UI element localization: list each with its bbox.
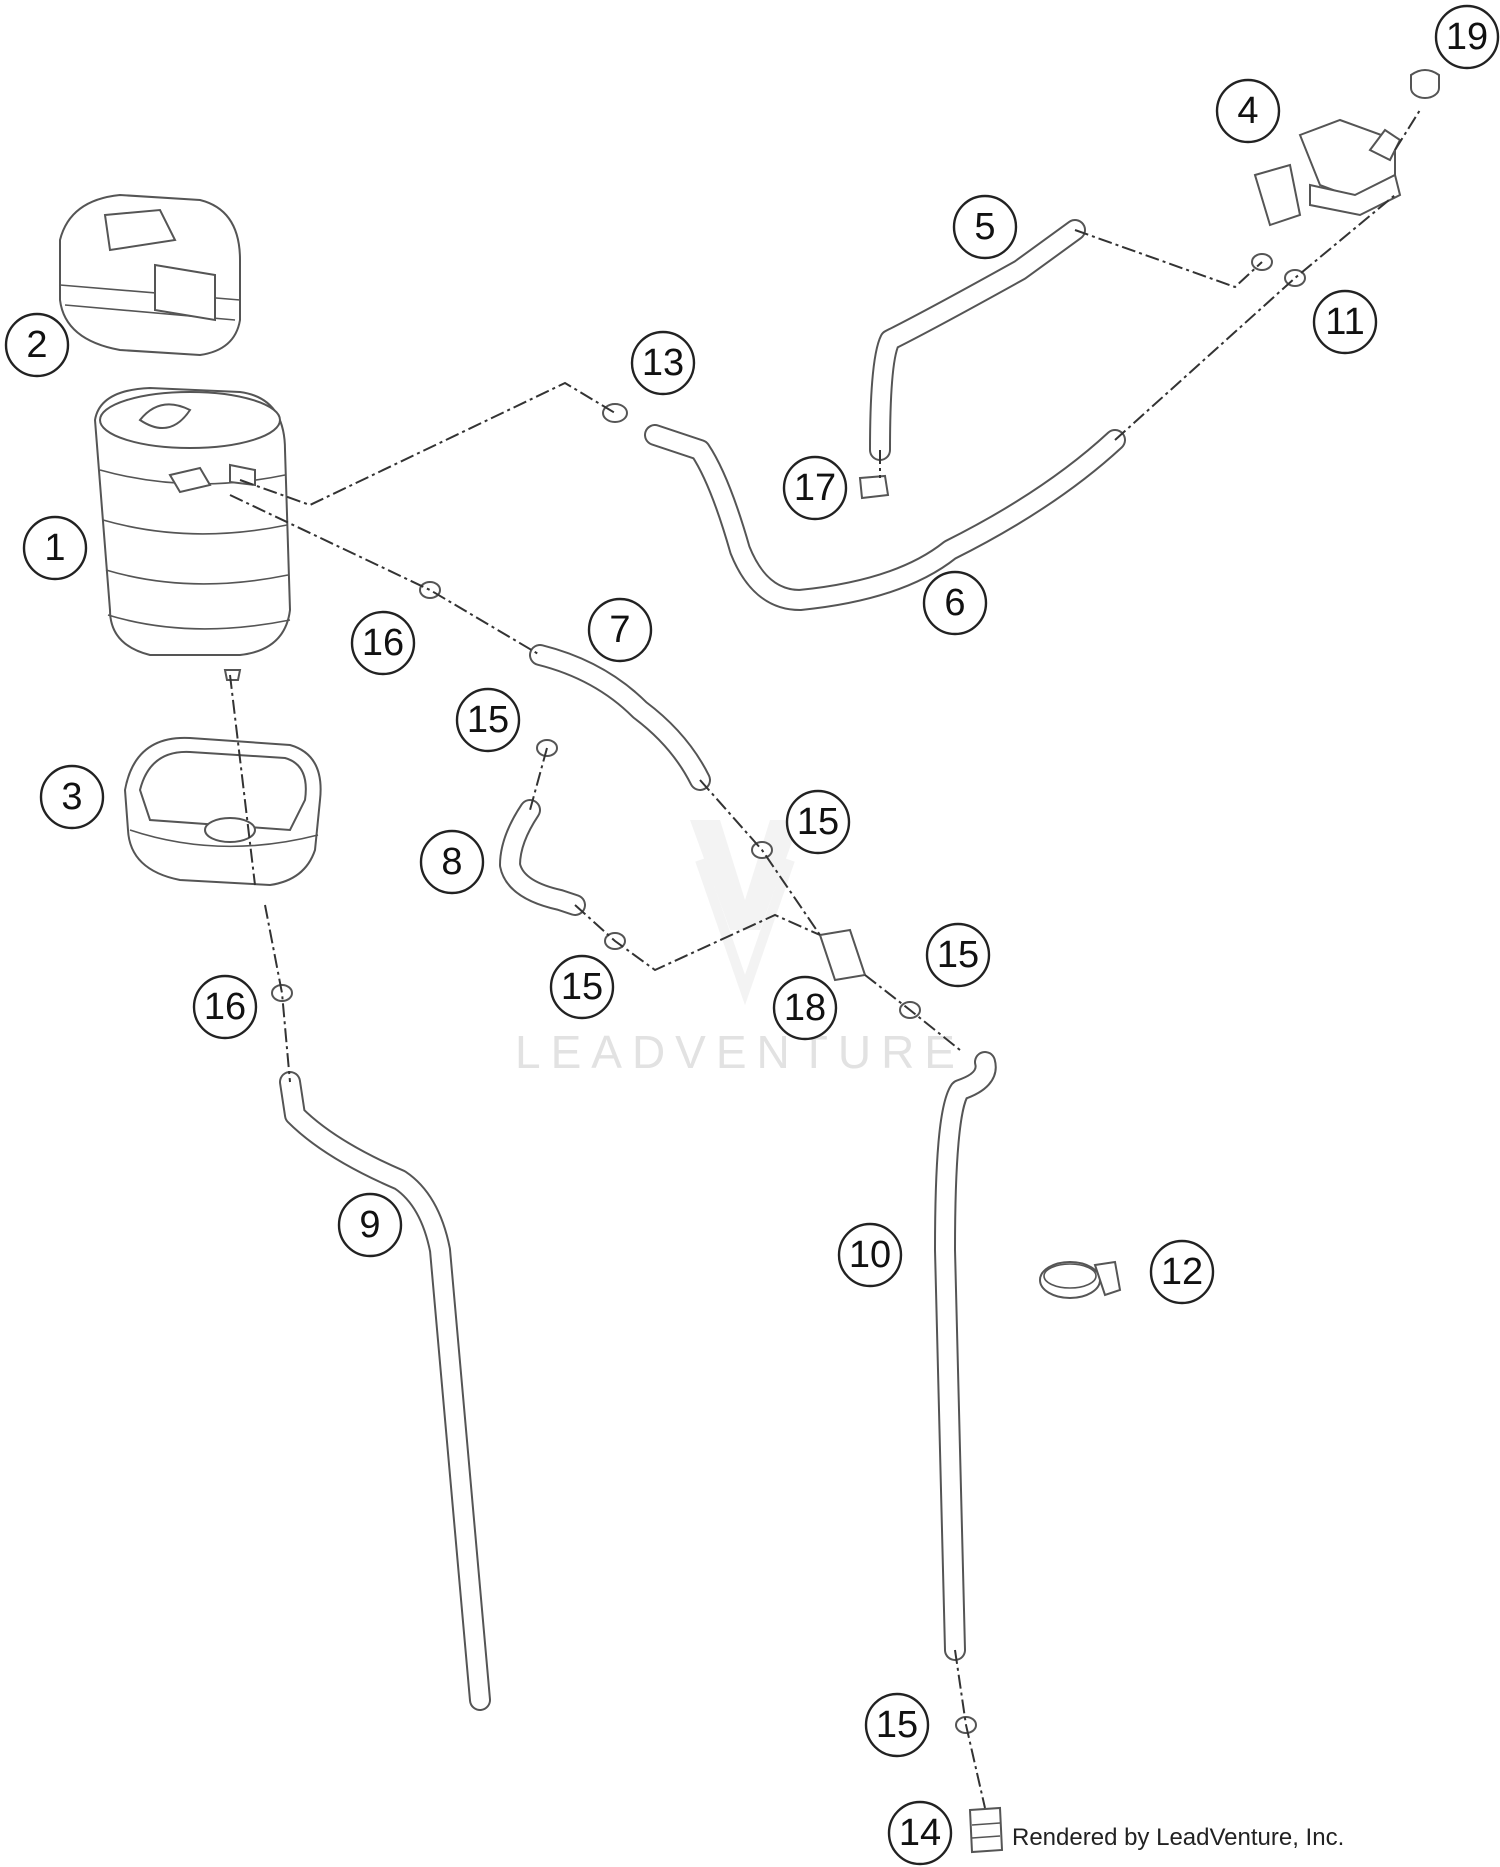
callout-8-label: 8 <box>441 841 462 883</box>
callout-12-label: 12 <box>1161 1251 1203 1293</box>
hose-8 <box>499 799 586 916</box>
callout-3-label: 3 <box>61 776 82 818</box>
callout-12: 12 <box>1149 1239 1215 1305</box>
connector-18 <box>818 928 867 982</box>
hose-6 <box>644 424 1126 611</box>
callout-5-label: 5 <box>974 206 995 248</box>
callout-2-label: 2 <box>26 324 47 366</box>
callout-15d: 15 <box>925 922 991 988</box>
callout-15c: 15 <box>549 954 615 1020</box>
callout-15e-label: 15 <box>876 1704 918 1746</box>
fitting-14 <box>968 1806 1004 1854</box>
callout-14-label: 14 <box>899 1812 941 1854</box>
callout-7: 7 <box>587 597 653 663</box>
canister-cover <box>59 193 241 357</box>
callout-15d-label: 15 <box>937 934 979 976</box>
callout-10: 10 <box>837 1222 903 1288</box>
callout-14: 14 <box>887 1800 953 1866</box>
callout-15c-label: 15 <box>561 966 603 1008</box>
callout-18-label: 18 <box>784 987 826 1029</box>
canister-body <box>93 386 292 681</box>
callout-13: 13 <box>630 330 696 396</box>
callout-15a-label: 15 <box>467 699 509 741</box>
clip-16a <box>419 581 441 599</box>
watermark-text: LEADVENTURE <box>515 1026 965 1078</box>
callout-15b: 15 <box>785 789 851 855</box>
watermark-logo <box>690 820 800 1006</box>
callout-7-label: 7 <box>609 609 630 651</box>
callout-6: 6 <box>922 570 988 636</box>
callout-6-label: 6 <box>944 582 965 624</box>
callout-15e: 15 <box>864 1692 930 1758</box>
hose-7 <box>529 644 711 791</box>
callout-19: 19 <box>1434 4 1500 70</box>
hose-9 <box>279 1071 491 1711</box>
canister-base <box>123 736 322 887</box>
callout-18: 18 <box>772 975 838 1041</box>
clamp-17 <box>858 474 890 500</box>
callout-16b: 16 <box>192 974 258 1040</box>
callout-16b-label: 16 <box>204 986 246 1028</box>
callout-3: 3 <box>39 764 105 830</box>
callout-16a: 16 <box>350 610 416 676</box>
callout-15b-label: 15 <box>797 801 839 843</box>
callout-11: 11 <box>1312 289 1378 355</box>
leader-lines <box>229 109 1421 1809</box>
cap <box>1410 69 1440 99</box>
callout-10-label: 10 <box>849 1234 891 1276</box>
callout-13-label: 13 <box>642 342 684 384</box>
clip-16b <box>271 984 293 1002</box>
callout-2: 2 <box>4 312 70 378</box>
hose-10 <box>934 1051 997 1661</box>
callout-11-label: 11 <box>1325 301 1364 343</box>
callout-8: 8 <box>419 829 485 895</box>
callout-19-label: 19 <box>1446 16 1488 58</box>
callout-17: 17 <box>782 455 848 521</box>
callout-17-label: 17 <box>794 467 836 509</box>
callout-1-label: 1 <box>44 527 65 569</box>
callout-4: 4 <box>1215 78 1281 144</box>
hose-5 <box>869 219 1086 461</box>
purge-valve <box>1253 118 1402 227</box>
callout-9-label: 9 <box>359 1204 380 1246</box>
callout-1: 1 <box>22 515 88 581</box>
callout-9: 9 <box>337 1192 403 1258</box>
credit-text: Rendered by LeadVenture, Inc. <box>1012 1824 1344 1851</box>
callout-16a-label: 16 <box>362 622 404 664</box>
hose-clamp-12 <box>1039 1260 1122 1299</box>
clip-13 <box>602 403 628 423</box>
callout-4-label: 4 <box>1237 90 1258 132</box>
callout-5: 5 <box>952 194 1018 260</box>
callout-15a: 15 <box>455 687 521 753</box>
